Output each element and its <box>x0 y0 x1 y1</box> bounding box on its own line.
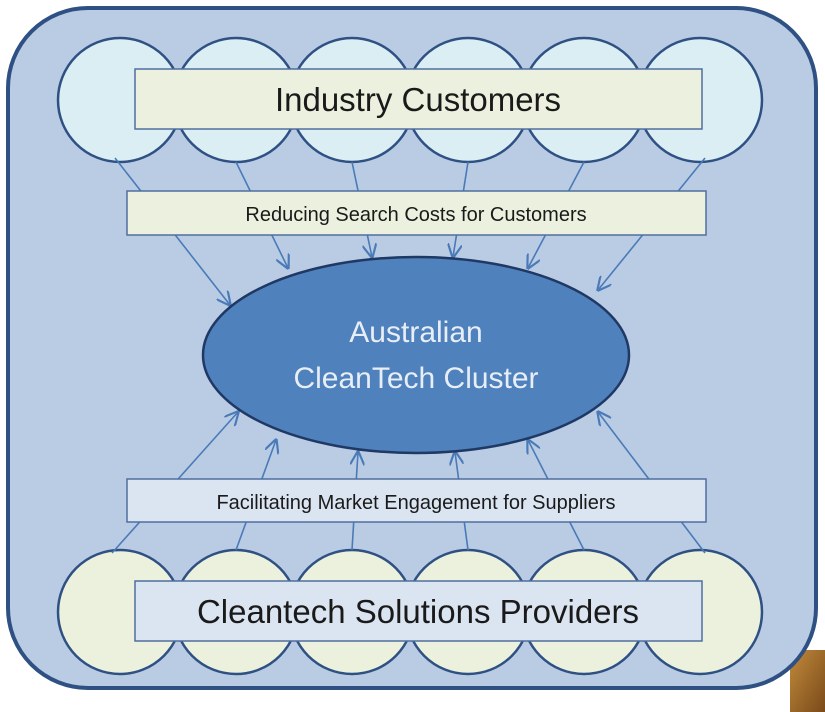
bottom-connector-label: Facilitating Market Engagement for Suppl… <box>216 492 615 514</box>
top-connector-label: Reducing Search Costs for Customers <box>245 204 586 226</box>
center-ellipse <box>201 255 631 455</box>
bottom-connector-rect <box>126 478 707 523</box>
top-connector-box: Reducing Search Costs for Customers <box>126 190 707 236</box>
center-label-line1: Australian <box>349 316 482 349</box>
top-group-rect <box>134 68 703 130</box>
bottom-connector-box: Facilitating Market Engagement for Suppl… <box>126 478 707 523</box>
center-node: Australian CleanTech Cluster <box>201 255 631 455</box>
bottom-group-label: Cleantech Solutions Providers <box>197 593 639 630</box>
center-label-line2: CleanTech Cluster <box>293 362 538 395</box>
bottom-group-box: Cleantech Solutions Providers <box>134 580 703 642</box>
top-connector-rect <box>126 190 707 236</box>
top-group-label: Industry Customers <box>275 81 561 118</box>
top-group-box: Industry Customers <box>134 68 703 130</box>
bottom-group-rect <box>134 580 703 642</box>
